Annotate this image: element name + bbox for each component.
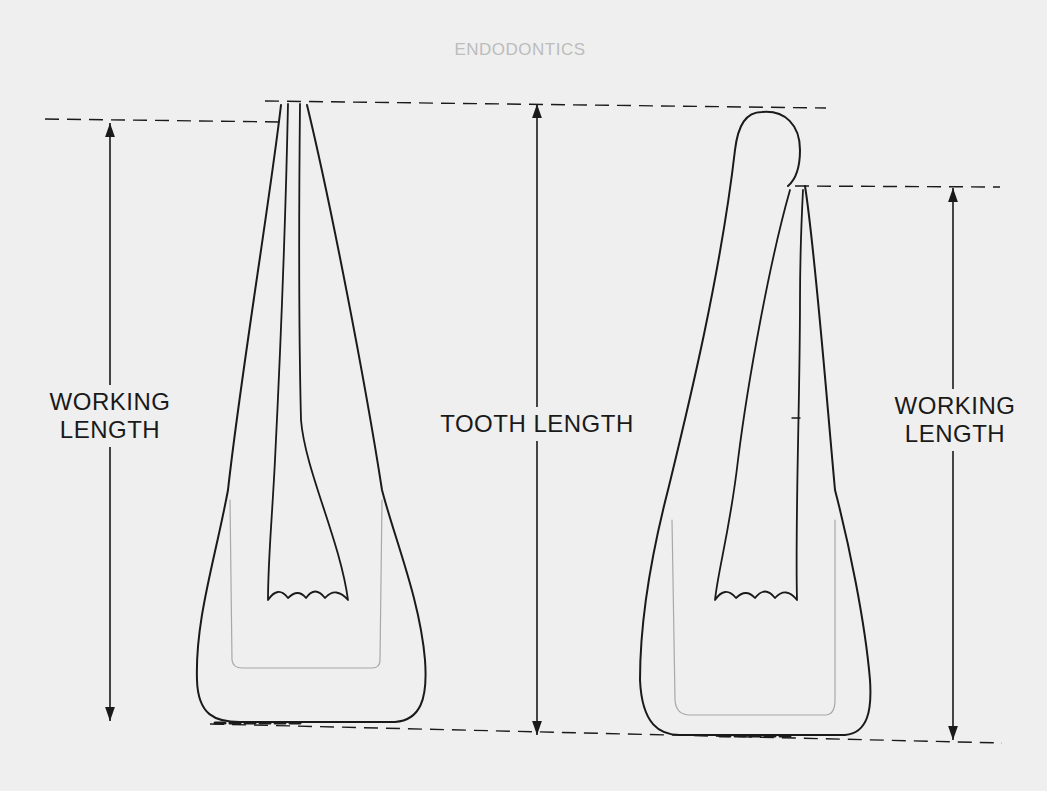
dimension-label: TOOTH LENGTH — [435, 407, 639, 441]
dimension-label: WORKING LENGTH — [30, 385, 190, 446]
straight-tooth — [197, 104, 426, 723]
dimension-label: WORKING LENGTH — [875, 389, 1035, 450]
curved-root-tooth — [640, 112, 870, 736]
page-header: ENDODONTICS — [449, 37, 590, 63]
dimension-arrows — [110, 104, 953, 740]
